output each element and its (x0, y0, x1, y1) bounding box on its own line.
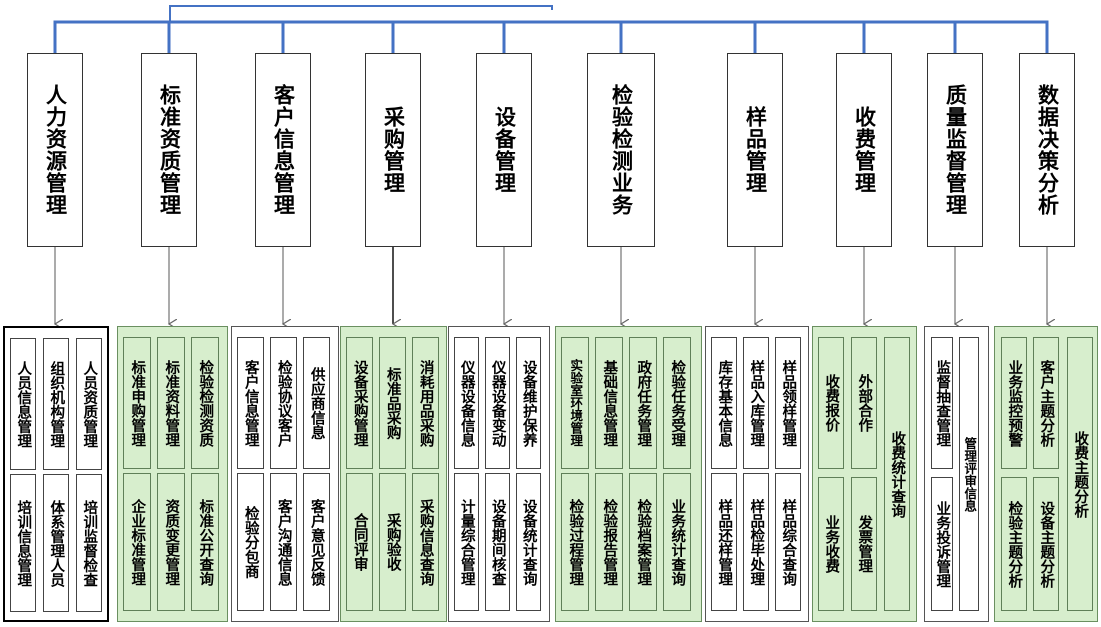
connector-root (169, 5, 553, 22)
module-group: 收费报价外部合作业务收费发票管理收费统计查询 (812, 326, 917, 622)
submodule-box[interactable]: 基础信息管理 (595, 337, 623, 469)
submodule-box[interactable]: 样品检毕处理 (743, 473, 769, 611)
module-title-box[interactable]: 设备管理 (476, 53, 532, 247)
submodule-box[interactable]: 客户主题分析 (1033, 337, 1059, 469)
submodule-box[interactable]: 业务统计查询 (663, 473, 691, 611)
submodule-box[interactable]: 标准公开查询 (191, 473, 219, 611)
submodule-box[interactable]: 检验过程管理 (561, 473, 589, 611)
module-title-box[interactable]: 采购管理 (365, 53, 421, 247)
submodule-box[interactable]: 标准资料管理 (157, 337, 185, 469)
submodule-box[interactable]: 标准品采购 (379, 337, 406, 469)
submodule-box[interactable]: 检验报告管理 (595, 473, 623, 611)
submodule-box[interactable]: 设备主题分析 (1033, 477, 1059, 611)
submodule-box[interactable]: 业务投诉管理 (931, 477, 953, 611)
submodule-box[interactable]: 检验协议客户 (270, 337, 297, 469)
submodule-box[interactable]: 标准申购管理 (123, 337, 151, 469)
module-title-box[interactable]: 收费管理 (836, 53, 892, 247)
module-group: 客户信息管理检验协议客户供应商信息检验分包商客户沟通信息客户意见反馈 (231, 326, 339, 622)
submodule-box[interactable]: 政府任务管理 (629, 337, 657, 469)
submodule-box[interactable]: 体系管理人员 (43, 474, 69, 612)
submodule-box[interactable]: 企业标准管理 (123, 473, 151, 611)
submodule-box[interactable]: 收费报价 (818, 337, 844, 469)
submodule-box[interactable]: 合同评审 (346, 473, 373, 611)
submodule-box[interactable]: 业务收费 (818, 477, 844, 611)
submodule-box[interactable]: 收费统计查询 (884, 337, 910, 611)
module-group: 标准申购管理标准资料管理检验检测资质企业标准管理资质变更管理标准公开查询 (117, 326, 228, 622)
submodule-box[interactable]: 设备采购管理 (346, 337, 373, 469)
submodule-box[interactable]: 样品综合查询 (775, 473, 801, 611)
submodule-box[interactable]: 设备期间核查 (485, 473, 510, 611)
submodule-box[interactable]: 样品还样管理 (711, 473, 737, 611)
module-title-box[interactable]: 数据决策分析 (1019, 53, 1075, 247)
submodule-box[interactable]: 监督抽查管理 (931, 337, 953, 469)
submodule-box[interactable]: 人员信息管理 (10, 338, 36, 470)
submodule-box[interactable]: 采购验收 (379, 473, 406, 611)
module-title-box[interactable]: 标准资质管理 (141, 53, 197, 247)
module-title-box[interactable]: 人力资源管理 (27, 53, 83, 247)
submodule-box[interactable]: 检验档案管理 (629, 473, 657, 611)
submodule-box[interactable]: 样品领样管理 (775, 337, 801, 469)
submodule-box[interactable]: 客户信息管理 (237, 337, 264, 469)
submodule-box[interactable]: 培训监督检查 (76, 474, 102, 612)
module-title-box[interactable]: 质量监督管理 (927, 53, 983, 247)
submodule-box[interactable]: 供应商信息 (303, 337, 330, 469)
module-title-box[interactable]: 样品管理 (727, 53, 783, 247)
submodule-box[interactable]: 采购信息查询 (412, 473, 439, 611)
submodule-box[interactable]: 检验检测资质 (191, 337, 219, 469)
submodule-box[interactable]: 计量综合管理 (454, 473, 479, 611)
module-group: 仪器设备信息仪器设备变动设备维护保养计量综合管理设备期间核查设备统计查询 (448, 326, 550, 622)
submodule-box[interactable]: 人员资质管理 (76, 338, 102, 470)
submodule-box[interactable]: 发票管理 (851, 477, 877, 611)
submodule-box[interactable]: 业务监控预警 (1001, 337, 1027, 469)
submodule-box[interactable]: 管理评审信息 (959, 337, 979, 611)
module-title-box[interactable]: 客户信息管理 (255, 53, 311, 247)
module-group: 业务监控预警客户主题分析检验主题分析设备主题分析收费主题分析 (994, 326, 1098, 622)
module-group: 监督抽查管理业务投诉管理管理评审信息 (924, 326, 989, 622)
submodule-box[interactable]: 检验分包商 (237, 473, 264, 611)
module-group: 设备采购管理标准品采购消耗用品采购合同评审采购验收采购信息查询 (340, 326, 447, 622)
module-group: 人员信息管理组织机构管理人员资质管理培训信息管理体系管理人员培训监督检查 (3, 326, 109, 622)
submodule-box[interactable]: 设备维护保养 (516, 337, 541, 469)
module-title-box[interactable]: 检验检测业务 (587, 53, 655, 247)
submodule-box[interactable]: 仪器设备信息 (454, 337, 479, 469)
submodule-box[interactable]: 客户沟通信息 (270, 473, 297, 611)
submodule-box[interactable]: 培训信息管理 (10, 474, 36, 612)
submodule-box[interactable]: 外部合作 (851, 337, 877, 469)
submodule-box[interactable]: 组织机构管理 (43, 338, 69, 470)
module-group: 实验室环境管理基础信息管理政府任务管理检验任务受理检验过程管理检验报告管理检验档… (555, 326, 702, 622)
submodule-box[interactable]: 样品入库管理 (743, 337, 769, 469)
submodule-box[interactable]: 收费主题分析 (1067, 337, 1093, 611)
submodule-box[interactable]: 库存基本信息 (711, 337, 737, 469)
submodule-box[interactable]: 检验主题分析 (1001, 477, 1027, 611)
submodule-box[interactable]: 设备统计查询 (516, 473, 541, 611)
submodule-box[interactable]: 检验任务受理 (663, 337, 691, 469)
submodule-box[interactable]: 客户意见反馈 (303, 473, 330, 611)
module-group: 库存基本信息样品入库管理样品领样管理样品还样管理样品检毕处理样品综合查询 (705, 326, 809, 622)
submodule-box[interactable]: 消耗用品采购 (412, 337, 439, 469)
submodule-box[interactable]: 资质变更管理 (157, 473, 185, 611)
submodule-box[interactable]: 实验室环境管理 (561, 337, 589, 469)
submodule-box[interactable]: 仪器设备变动 (485, 337, 510, 469)
connector-bus (53, 20, 1049, 53)
